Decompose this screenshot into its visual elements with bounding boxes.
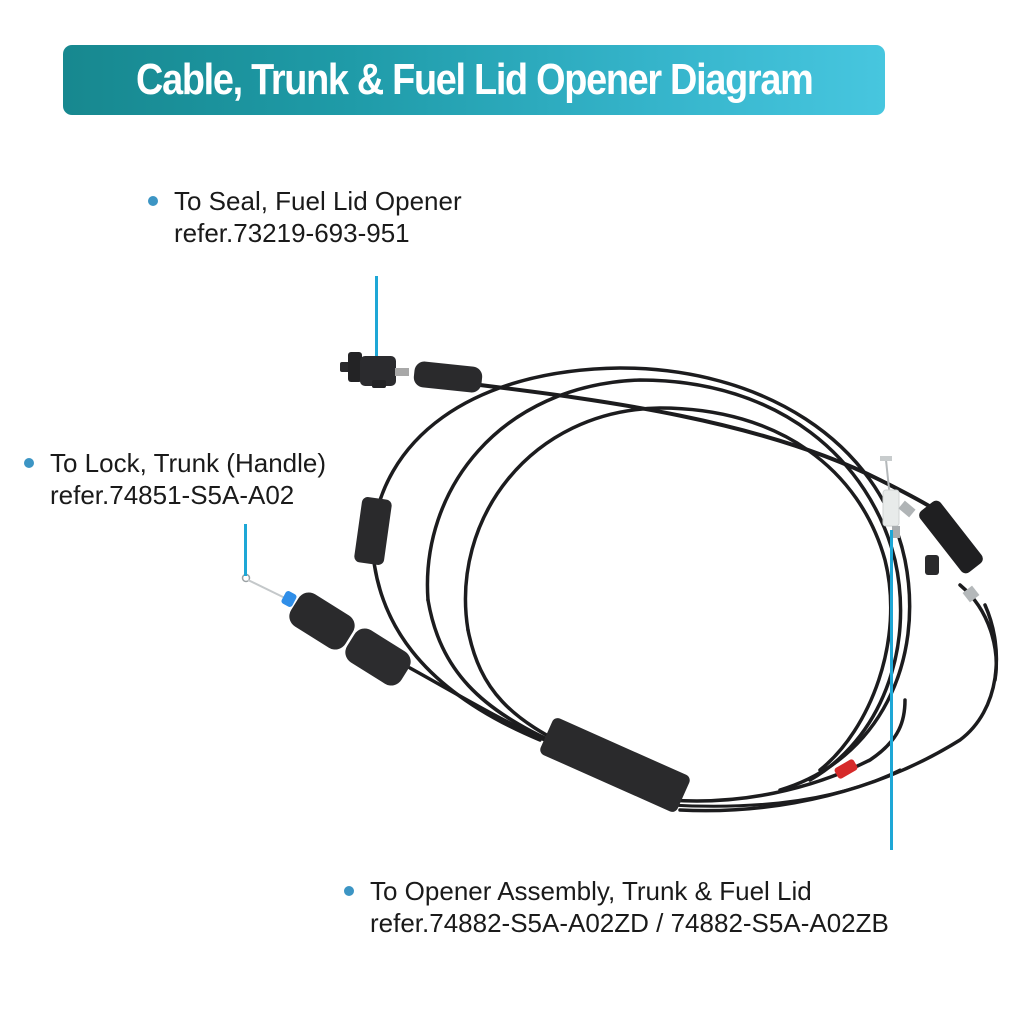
callout-reference: refer.73219-693-951 [174,218,410,248]
bullet-icon [24,458,34,468]
bullet-icon [344,886,354,896]
opener-assembly-end [880,456,983,603]
leader-line-opener-assembly [890,530,893,850]
page-title: Cable, Trunk & Fuel Lid Opener Diagram [135,55,814,104]
bullet-icon [148,196,158,206]
foam-sleeves [354,497,690,812]
title-banner: Cable, Trunk & Fuel Lid Opener Diagram [63,45,885,115]
callout-fuel-lid-seal: To Seal, Fuel Lid Opener refer.73219-693… [148,185,462,249]
callout-heading: To Lock, Trunk (Handle) [50,448,327,478]
callout-reference: refer.74851-S5A-A02 [50,480,295,510]
red-marker-band [834,759,858,779]
callout-opener-assembly: To Opener Assembly, Trunk & Fuel Lid ref… [344,875,889,939]
callout-heading: To Seal, Fuel Lid Opener [174,186,462,216]
leader-line-trunk-lock [244,524,247,576]
trunk-lock-end [241,573,411,686]
leader-line-fuel-lid-seal [375,276,378,356]
callout-heading: To Opener Assembly, Trunk & Fuel Lid [370,876,812,906]
callout-reference: refer.74882-S5A-A02ZD / 74882-S5A-A02ZB [370,908,889,938]
cable-loops [370,366,999,813]
callout-trunk-lock: To Lock, Trunk (Handle) refer.74851-S5A-… [24,447,326,511]
fuel-lid-seal-connector [340,352,483,393]
